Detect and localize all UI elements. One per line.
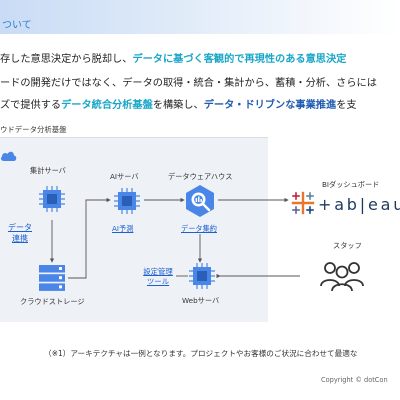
- ai-server-label: AIサーバ: [110, 172, 139, 181]
- web-server-chip-icon: [189, 263, 215, 289]
- diagram-panel: [0, 137, 268, 322]
- section-title: ついて: [2, 20, 32, 31]
- paragraph-line-1: 存した意思決定から脱却し、データに基づく客観的で再現性のある意思決定: [0, 50, 346, 65]
- tableau-logo-icon: [291, 191, 315, 215]
- ai-server-chip-icon: [114, 188, 140, 214]
- bi-dashboard-label: BIダッシュボード: [322, 180, 380, 189]
- bigquery-icon: [186, 185, 214, 217]
- aggregation-server-chip-icon: [39, 186, 65, 212]
- aggregation-server-label: 集計サーバ: [30, 166, 66, 175]
- settings-tool-link[interactable]: 設定管理 ツール: [136, 267, 180, 287]
- data-integration-link[interactable]: データ 連携: [0, 222, 40, 244]
- paragraph-line-1-text: 存した意思決定から脱却し、: [0, 54, 133, 65]
- data-aggregation-link[interactable]: データ集約: [181, 224, 217, 233]
- diagram-panel-label: ウドデータ分析基盤: [0, 125, 67, 134]
- data-warehouse-label: データウェアハウス: [168, 172, 233, 181]
- tableau-wordmark: +ab|eau: [318, 195, 400, 214]
- architecture-footnote: （※1）アーキテクチャは一例となります。プロジェクトやお客様のご状況に合わせて最…: [44, 349, 358, 358]
- arrow-storage-to-ai: [68, 197, 111, 279]
- paragraph-highlight-data-driven: データ・ドリブンな事業推進: [203, 100, 337, 111]
- paragraph-line-3-text-c: を構築し、: [152, 100, 204, 111]
- copyright-text: Copyright © dotCon: [321, 376, 388, 384]
- header-band: [0, 0, 400, 34]
- cloud-storage-label: クラウドストレージ: [20, 297, 85, 306]
- paragraph-line-3-text-e: を支: [336, 100, 357, 111]
- ai-prediction-link[interactable]: AI予測: [112, 224, 134, 233]
- paragraph-highlight-decision: データに基づく客観的で再現性のある意思決定: [132, 54, 347, 65]
- staff-people-icon: [320, 262, 364, 292]
- data-integration-text: データ 連携: [8, 223, 32, 243]
- staff-label: スタッフ: [333, 241, 362, 250]
- web-server-label: Webサーバ: [182, 296, 220, 305]
- cloud-icon: [0, 151, 17, 161]
- paragraph-line-3: ズで提供するデータ統合分析基盤を構築し、データ・ドリブンな事業推進を支: [0, 96, 357, 111]
- paragraph-line-3-text-a: ズで提供する: [0, 100, 62, 111]
- paragraph-line-2-text: ードの開発だけではなく、データの取得・統合・集計から、蓄積・分析、さらには: [0, 78, 377, 89]
- paragraph-highlight-platform: データ統合分析基盤: [61, 100, 153, 111]
- paragraph-line-2: ードの開発だけではなく、データの取得・統合・集計から、蓄積・分析、さらには: [0, 74, 377, 89]
- cloud-storage-icon: [39, 265, 65, 291]
- settings-tool-text: 設定管理 ツール: [143, 267, 173, 286]
